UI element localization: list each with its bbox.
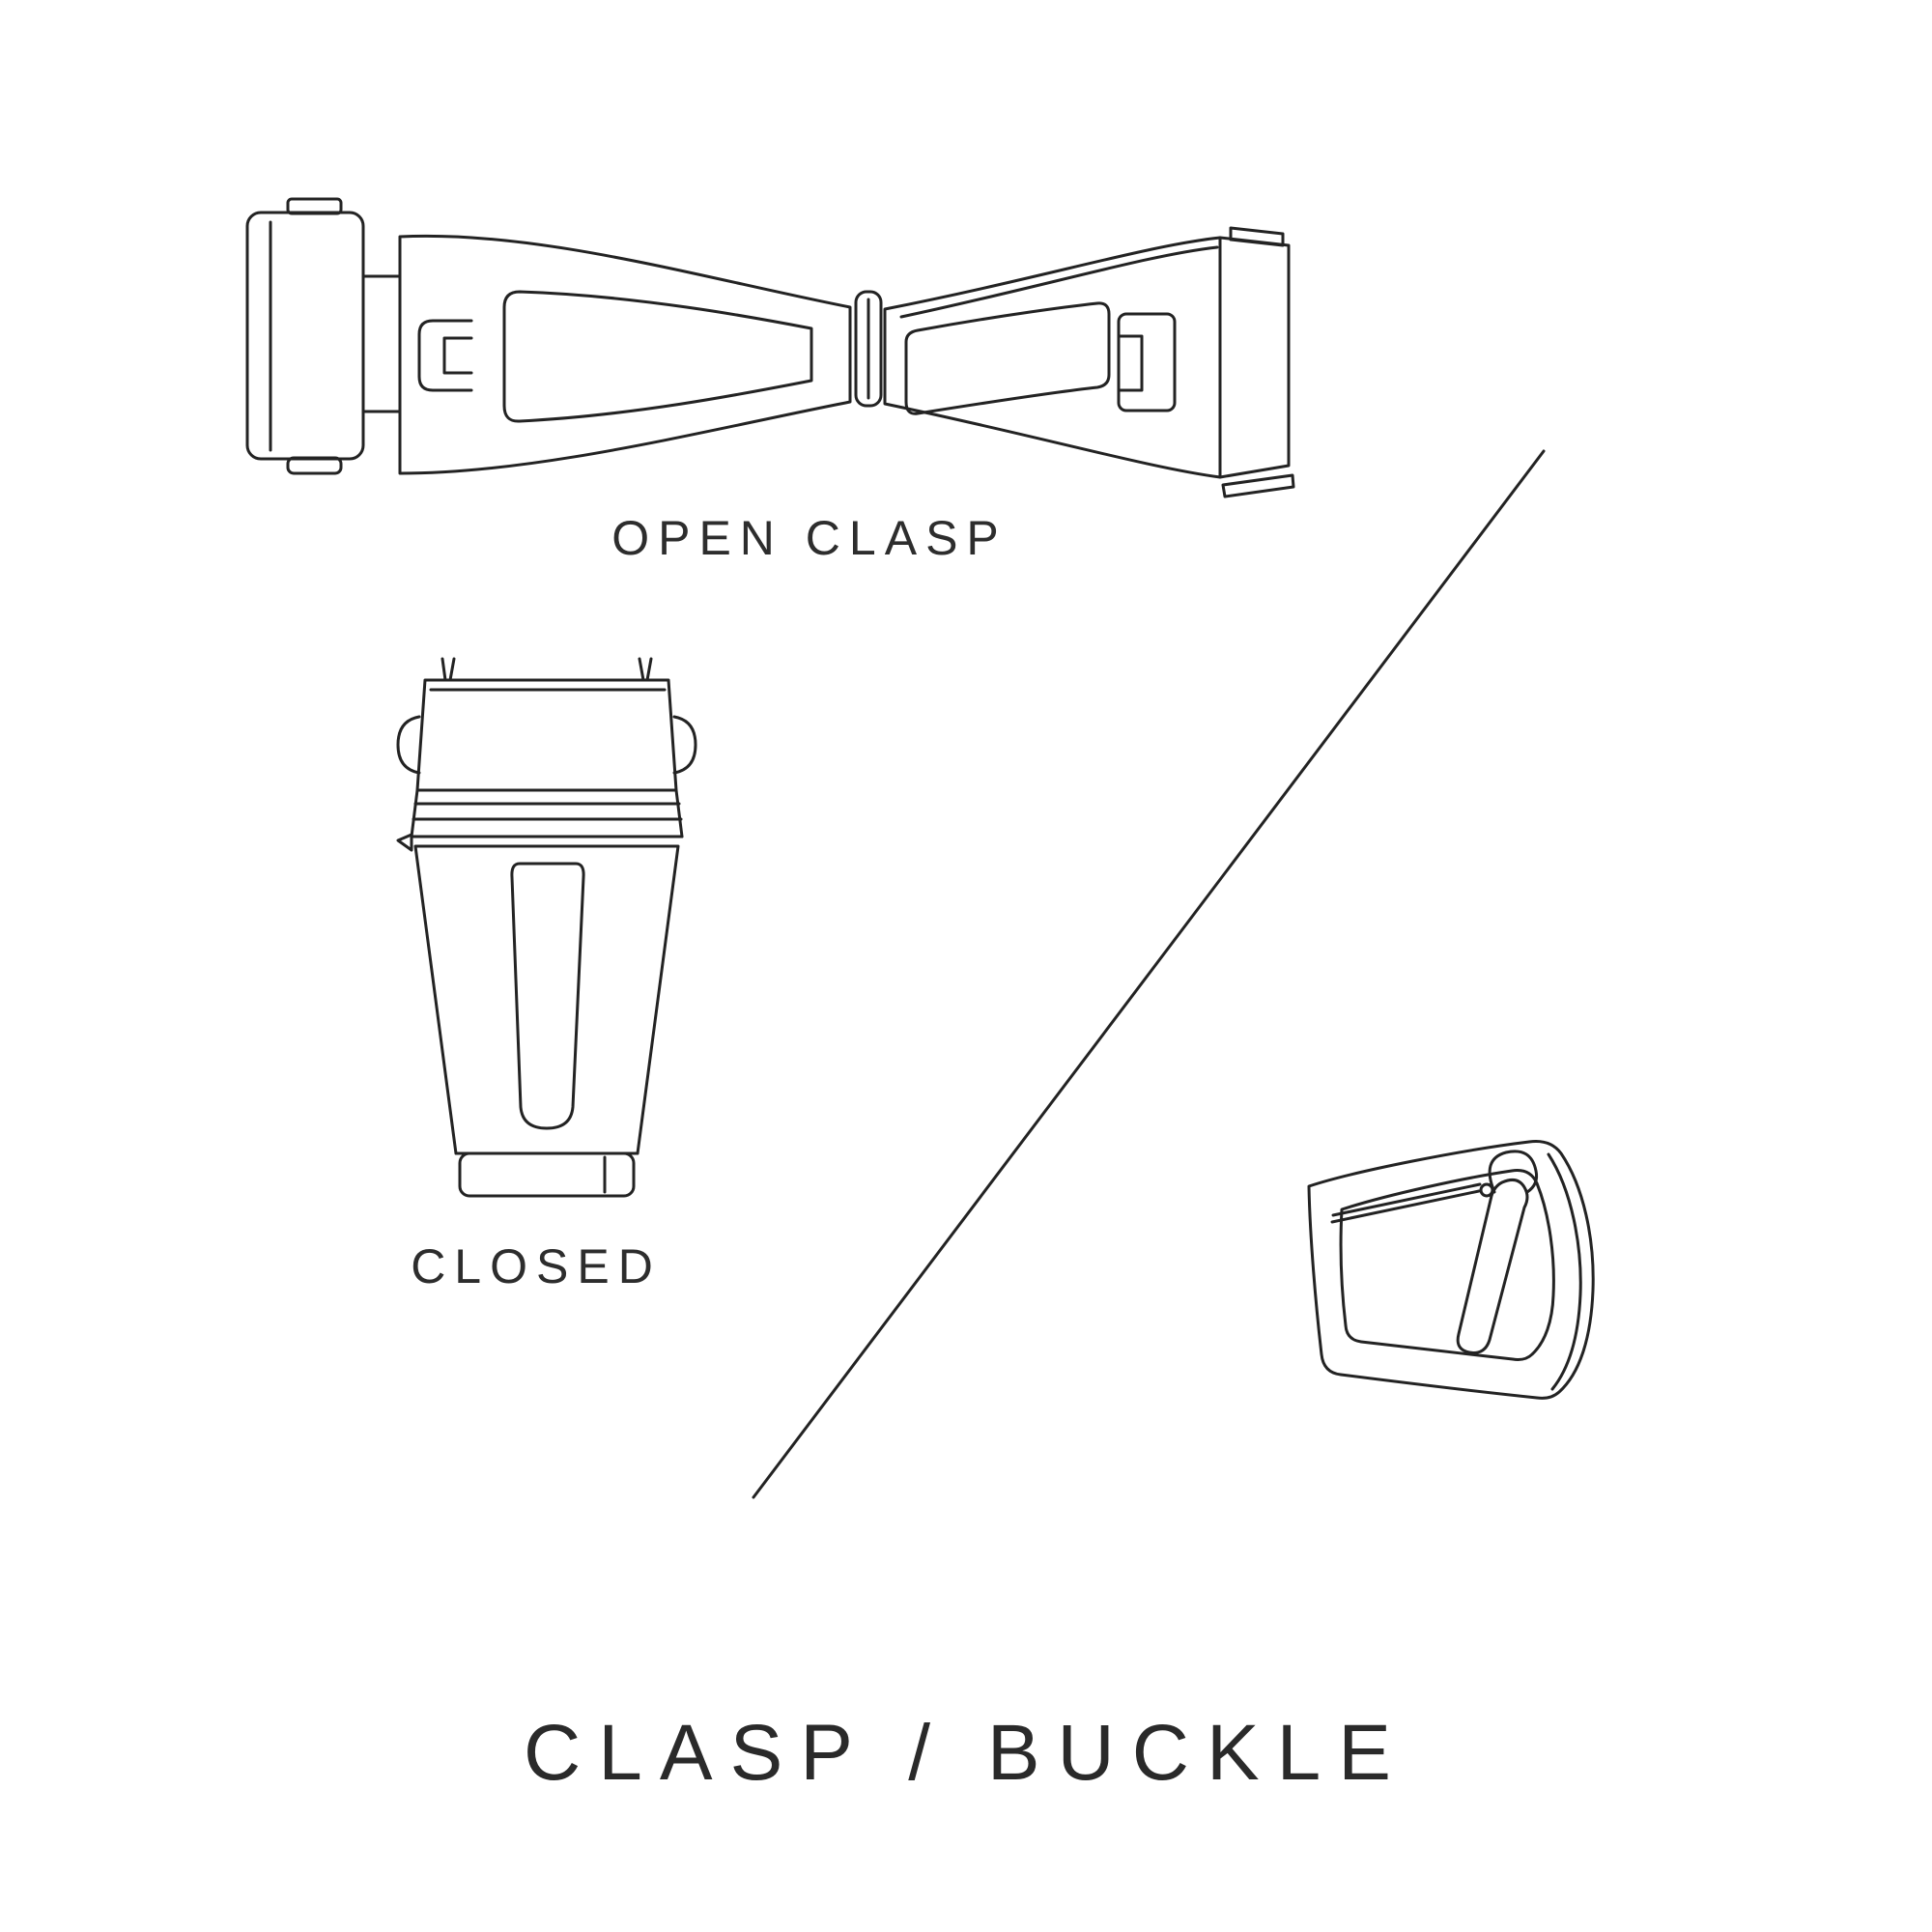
open-clasp-release-button-inner xyxy=(442,336,473,375)
page-title: CLASP / BUCKLE xyxy=(524,1709,1408,1797)
open-clasp-left-arm xyxy=(398,234,852,475)
closed-clasp-bottom-cap xyxy=(458,1151,636,1198)
open-clasp-right-arm-inner xyxy=(904,301,1111,415)
diagonal-divider-line xyxy=(752,449,1546,1499)
open-clasp-catch-hook xyxy=(1117,334,1144,392)
closed-clasp-band-edge-right xyxy=(674,788,684,838)
buckle-tongue xyxy=(1456,1178,1529,1354)
closed-clasp-band-edge-left xyxy=(410,788,419,838)
open-clasp-hinge xyxy=(854,290,883,408)
closed-clasp-prong-left-b xyxy=(448,657,456,682)
open-clasp-illustration xyxy=(245,197,1295,498)
closed-clasp-ear-right xyxy=(672,715,697,775)
buckle-band-edge xyxy=(1547,1152,1582,1391)
buckle-tongue-loop xyxy=(1488,1150,1539,1194)
closed-clasp-notch xyxy=(396,833,413,852)
buckle-inner-frame xyxy=(1339,1169,1555,1361)
divider-line xyxy=(752,449,1546,1499)
closed-clasp-prong-right-b xyxy=(645,657,653,682)
closed-clasp-body xyxy=(413,844,680,1155)
closed-clasp-top-block xyxy=(415,678,678,792)
closed-clasp-prong-right-a xyxy=(638,657,645,682)
open-clasp-left-arm-inner xyxy=(502,290,813,423)
open-clasp-end-link-left-tab-bottom xyxy=(286,456,343,475)
closed-clasp-illustration xyxy=(396,657,697,1198)
closed-clasp-label: CLOSED xyxy=(411,1239,662,1293)
buckle-spring-bar-a xyxy=(1330,1189,1481,1224)
open-clasp-end-plate-flap xyxy=(1221,473,1295,498)
open-clasp-release-button xyxy=(417,319,473,392)
buckle-outer-frame xyxy=(1307,1140,1595,1400)
open-clasp-end-link-left xyxy=(245,211,365,461)
closed-clasp-body-slot xyxy=(510,862,585,1130)
open-clasp-label: OPEN CLASP xyxy=(611,511,1008,565)
closed-clasp-ear-left xyxy=(396,715,421,775)
open-clasp-catch xyxy=(1117,312,1177,412)
buckle-spring-bar-b xyxy=(1331,1182,1482,1217)
open-clasp-end-link-left-tab-top xyxy=(286,197,343,215)
open-clasp-right-arm-fold xyxy=(899,245,1219,319)
closed-clasp-prong-left-a xyxy=(440,657,447,682)
open-clasp-end-plate-tab xyxy=(1229,226,1285,247)
tang-buckle-illustration xyxy=(1307,1140,1595,1400)
